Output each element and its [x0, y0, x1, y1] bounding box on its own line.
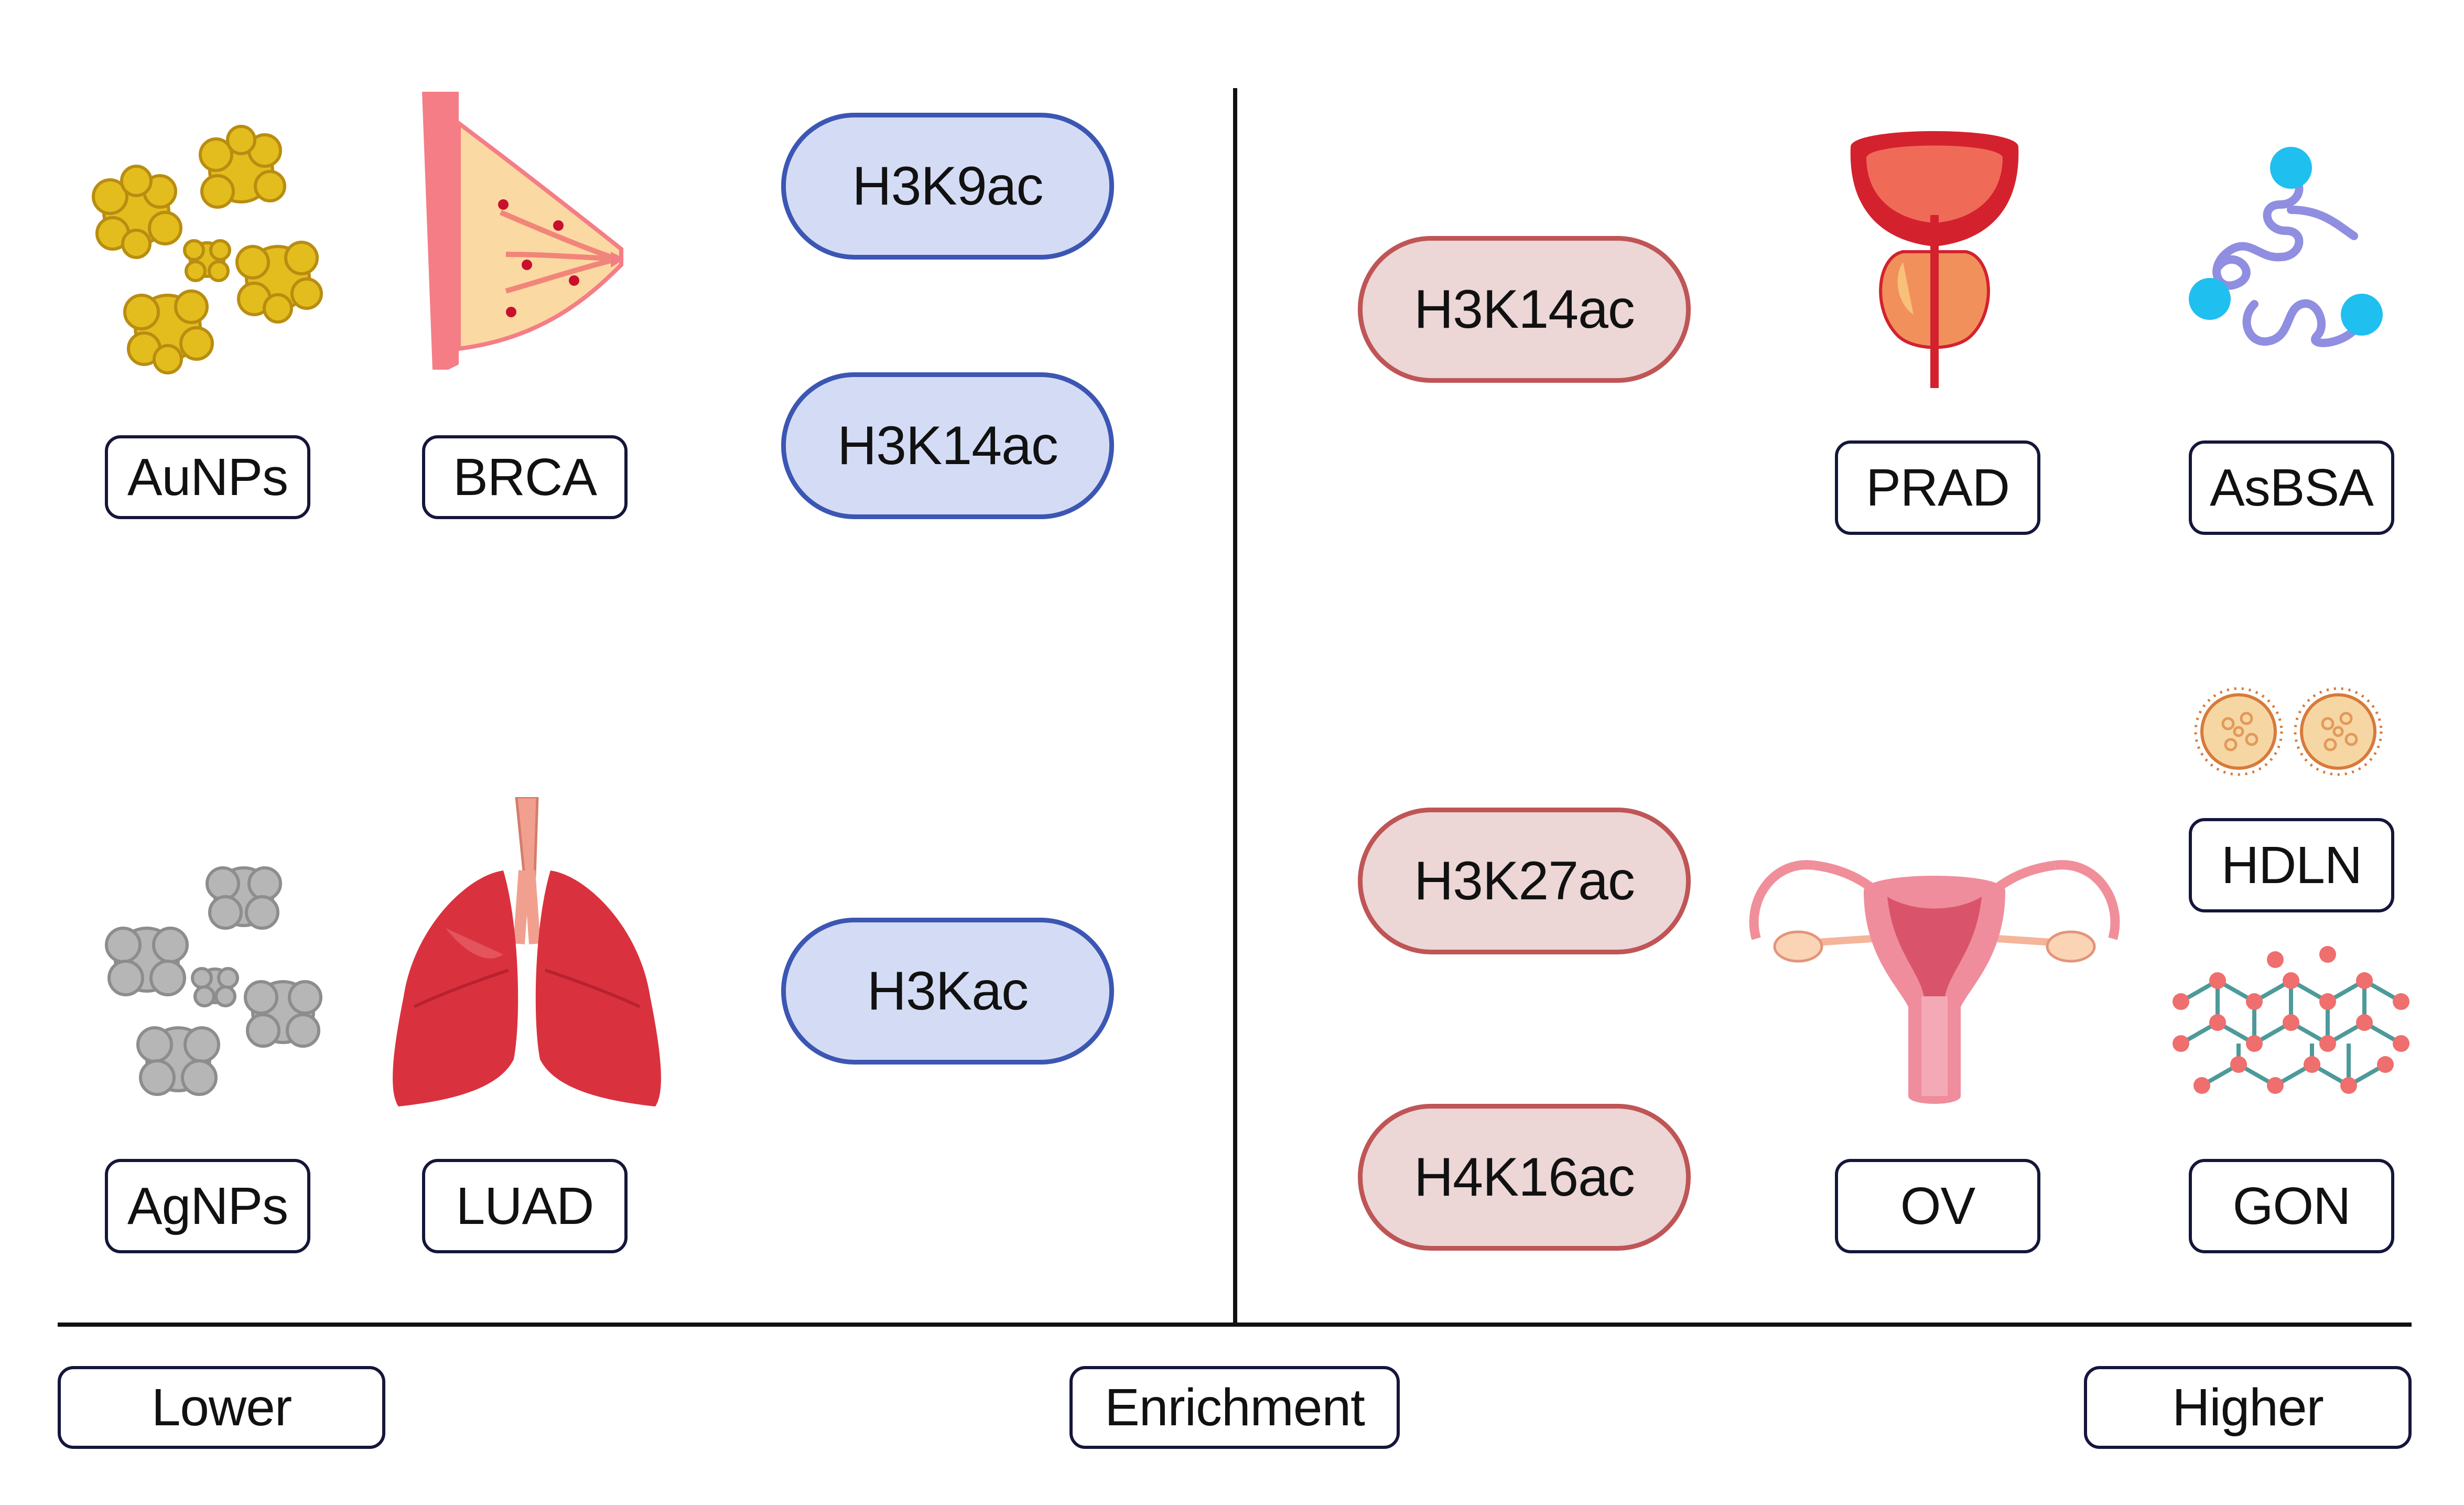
material-label-asbsa: AsBSA [2189, 440, 2394, 535]
vertical-divider [1233, 88, 1237, 1325]
graphene-oxide-icon [2173, 946, 2409, 1094]
axis-lower-label: Lower [58, 1366, 385, 1449]
cancer-label-prad: PRAD [1835, 440, 2040, 535]
gold-nanoparticles-icon [92, 125, 323, 374]
cancer-label-ov: OV [1835, 1159, 2040, 1253]
breast-icon [422, 92, 624, 370]
material-label-aunps: AuNPs [105, 435, 310, 519]
material-label-agnps: AgNPs [105, 1159, 310, 1253]
modification-pill-h4k16ac: H4K16ac [1358, 1104, 1691, 1251]
lung-icon [393, 797, 661, 1106]
horizontal-axis-line [58, 1323, 2412, 1327]
modification-pill-h3kac: H3Kac [781, 918, 1114, 1065]
material-label-hdln: HDLN [2189, 818, 2394, 912]
cancer-label-brca: BRCA [422, 435, 628, 519]
protein-chain-icon [2189, 147, 2383, 347]
modification-pill-h3k14ac-high: H3K14ac [1358, 236, 1691, 383]
modification-pill-h3k9ac: H3K9ac [781, 113, 1114, 260]
cancer-label-luad: LUAD [422, 1159, 628, 1253]
axis-title: Enrichment [1069, 1366, 1400, 1449]
material-label-gon: GON [2189, 1159, 2394, 1253]
silver-nanoparticles-icon [105, 866, 322, 1096]
lipoprotein-nanoparticle-icon [2194, 687, 2383, 776]
modification-pill-h3k27ac: H3K27ac [1358, 808, 1691, 954]
modification-pill-h3k14ac-low: H3K14ac [781, 372, 1114, 519]
prostate-icon [1850, 131, 2019, 388]
axis-higher-label: Higher [2084, 1366, 2412, 1449]
uterus-ovary-icon [1749, 860, 2120, 1104]
